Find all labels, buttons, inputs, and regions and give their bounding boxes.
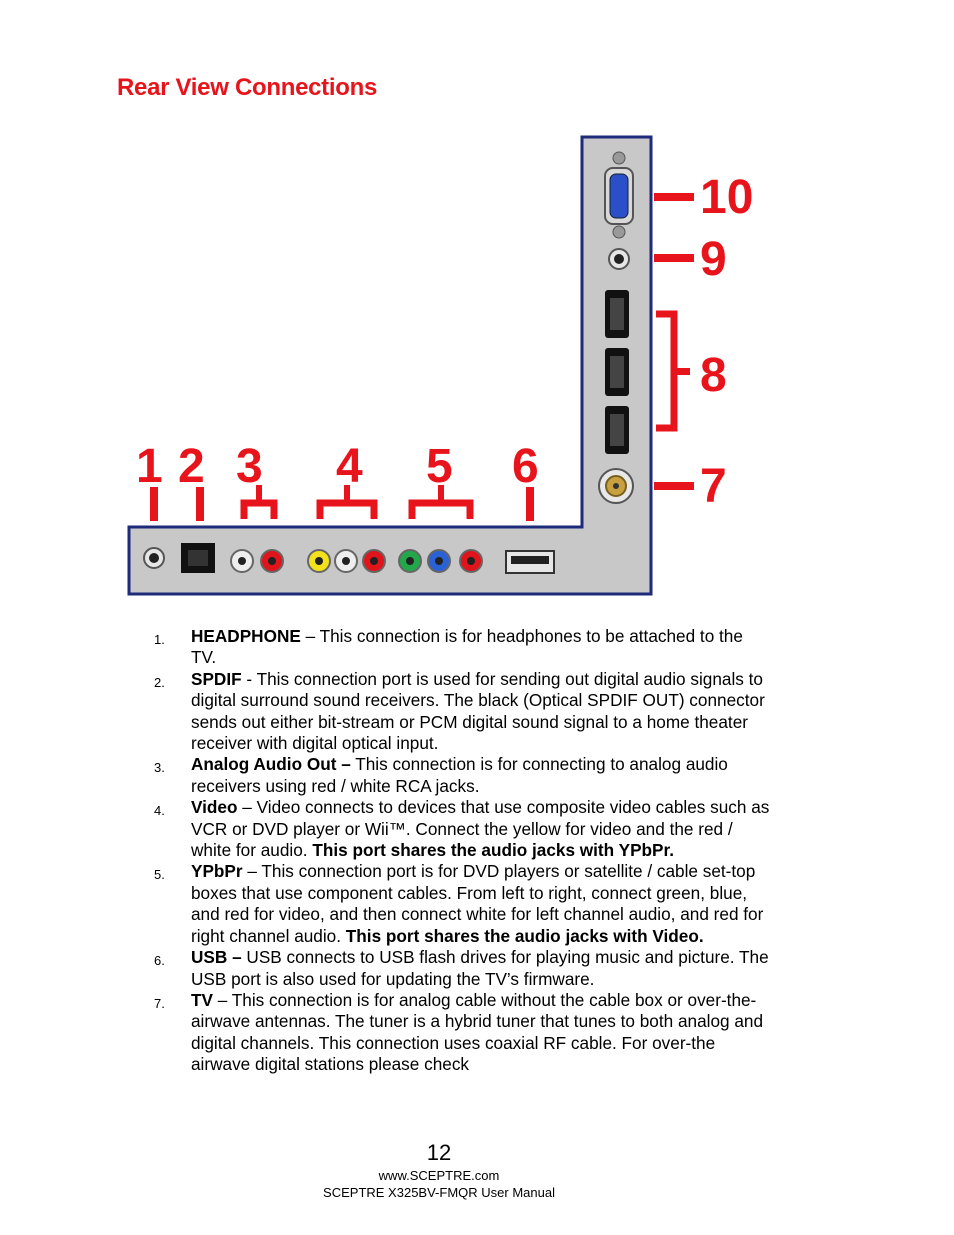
list-item: 3. Analog Audio Out – This connection is… — [152, 754, 772, 797]
hdmi-port — [605, 290, 629, 338]
vga-port — [604, 151, 634, 239]
item-number: 4. — [154, 803, 165, 819]
hdmi-port — [605, 406, 629, 454]
item-name: Video — [191, 797, 238, 818]
callout-6: 6 — [512, 440, 539, 493]
item-name: Analog Audio Out – — [191, 754, 351, 775]
item-text: – This connection port is for DVD player… — [191, 861, 764, 946]
item-name: SPDIF — [191, 668, 242, 689]
spdif-port — [181, 543, 215, 573]
footer-website: www.SCEPTRE.com — [378, 1168, 500, 1183]
rca-white-jack — [230, 549, 254, 573]
item-text: - This connection port is used for sendi… — [191, 668, 765, 754]
rca-red-jack — [260, 549, 284, 573]
list-item: 2. SPDIF - This connection port is used … — [152, 669, 772, 755]
callout-10: 10 — [700, 171, 753, 224]
pc-audio-jack — [608, 248, 630, 270]
rca-blue-jack — [427, 549, 451, 573]
item-text: – This connection is for analog cable wi… — [191, 989, 764, 1075]
item-note: This port shares the audio jacks with Vi… — [345, 925, 704, 946]
item-text: USB connects to USB flash drives for pla… — [191, 947, 769, 989]
list-item: 4. Video – Video connects to devices tha… — [152, 797, 772, 861]
rca-green-jack — [398, 549, 422, 573]
item-number: 6. — [154, 953, 165, 969]
callout-8: 8 — [700, 349, 727, 402]
callout-1: 1 — [136, 440, 163, 493]
callout-7: 7 — [700, 460, 727, 513]
page-number: 12 — [426, 1140, 452, 1165]
headphone-jack — [143, 547, 165, 569]
page-title: Rear View Connections — [117, 74, 377, 101]
usb-port — [505, 550, 555, 574]
item-name: YPbPr — [191, 861, 243, 882]
rca-red-jack — [459, 549, 483, 573]
item-number: 1. — [154, 632, 165, 647]
rca-yellow-jack — [307, 549, 331, 573]
callout-4: 4 — [336, 440, 363, 493]
rear-panel-diagram: 1 2 3 4 5 6 7 8 9 10 — [127, 135, 753, 596]
hdmi-port — [605, 348, 629, 396]
callout-5: 5 — [426, 440, 453, 493]
list-item: 6. USB – USB connects to USB flash drive… — [152, 947, 772, 990]
callout-2: 2 — [178, 440, 205, 493]
footer-manual-title: SCEPTRE X325BV-FMQR User Manual — [323, 1185, 555, 1200]
item-note: This port shares the audio jacks with YP… — [312, 840, 675, 861]
callout-3: 3 — [236, 440, 263, 493]
item-number: 5. — [154, 867, 165, 883]
list-item: 1. HEADPHONE – This connection is for he… — [152, 626, 772, 669]
item-number: 2. — [154, 674, 165, 690]
item-number: 7. — [154, 995, 165, 1011]
list-item: 7. TV – This connection is for analog ca… — [152, 990, 772, 1076]
connection-list: 1. HEADPHONE – This connection is for he… — [152, 626, 772, 1076]
rca-red-jack — [362, 549, 386, 573]
callout-9: 9 — [700, 233, 727, 286]
rear-panel — [127, 135, 653, 596]
item-name: USB – — [191, 947, 242, 968]
callout-markers — [150, 193, 694, 521]
list-item: 5. YPbPr – This connection port is for D… — [152, 861, 772, 947]
item-text: – Video connects to devices that use com… — [191, 797, 770, 861]
rf-coax-port — [598, 468, 634, 504]
item-text: – This connection is for headphones to b… — [191, 626, 743, 668]
item-number: 3. — [154, 760, 165, 776]
item-name: TV — [191, 989, 213, 1010]
item-text: This connection is for connecting to ana… — [191, 754, 728, 796]
item-name: HEADPHONE — [191, 626, 301, 646]
rca-white-jack — [334, 549, 358, 573]
